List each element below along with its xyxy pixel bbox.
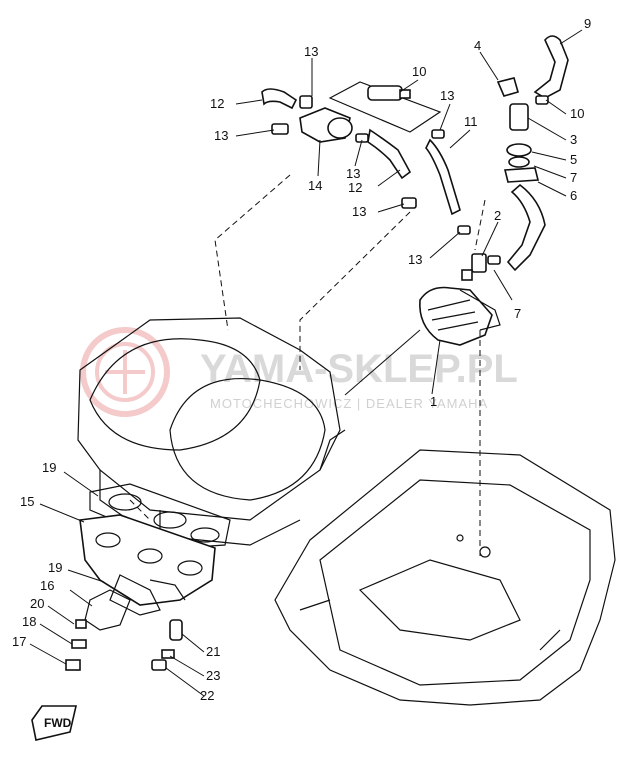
forward-arrow-icon: FWD bbox=[31, 705, 78, 741]
part-label-6: 6 bbox=[570, 188, 577, 203]
watermark-logo-icon bbox=[80, 327, 170, 417]
part-label-20: 19 bbox=[42, 460, 56, 475]
part-label-9: 10 bbox=[570, 106, 584, 121]
gasket-drawing bbox=[89, 483, 231, 549]
watermark-brand: YAMA-SKLEP.PL bbox=[200, 347, 518, 391]
part-label-14: 14 bbox=[308, 178, 322, 193]
part-label-13-bottom: 13 bbox=[408, 252, 422, 267]
upper-right-assembly bbox=[457, 35, 569, 272]
part-label-21: 21 bbox=[206, 644, 220, 659]
watermark-tagline: MOTOCHECHOWICZ | DEALER YAMAHA bbox=[210, 396, 488, 411]
part-label-22: 22 bbox=[200, 688, 214, 703]
diaphragm-drawing bbox=[344, 253, 501, 396]
part-label-7-lower: 7 bbox=[514, 306, 521, 321]
part-label-17: 17 bbox=[12, 634, 26, 649]
part-label-19-lower: 20 bbox=[30, 596, 44, 611]
part-label-13-right: 13 bbox=[440, 88, 454, 103]
assembly-guide-lines bbox=[129, 174, 486, 560]
part-label-15: 15 bbox=[20, 494, 34, 509]
forward-label: FWD bbox=[44, 716, 72, 730]
part-label-19-upper: 19 bbox=[48, 560, 62, 575]
reed-valve-drawing bbox=[328, 81, 442, 133]
upper-left-assembly bbox=[261, 88, 417, 209]
frame-drawing bbox=[274, 449, 616, 706]
watermark: YAMA-SKLEP.PL MOTOCHECHOWICZ | DEALER YA… bbox=[80, 327, 518, 417]
part-label-10: 10 bbox=[412, 64, 426, 79]
hose-11-drawing bbox=[425, 129, 461, 216]
part-label-3: 3 bbox=[570, 132, 577, 147]
part-label-8: 9 bbox=[584, 16, 591, 31]
leader-lines bbox=[29, 29, 583, 697]
part-label-13-mid: 13 bbox=[346, 166, 360, 181]
part-label-23: 23 bbox=[206, 668, 220, 683]
part-label-16: 16 bbox=[40, 578, 54, 593]
part-label-12-mid: 12 bbox=[348, 180, 362, 195]
part-label-18: 18 bbox=[22, 614, 36, 629]
part-label-7-upper: 7 bbox=[570, 170, 577, 185]
part-label-12-left: 12 bbox=[210, 96, 224, 111]
part-label-13-left: 13 bbox=[214, 128, 228, 143]
part-label-4: 4 bbox=[474, 38, 481, 53]
bracket-drawing bbox=[84, 589, 131, 631]
intake-manifold-drawing bbox=[79, 514, 216, 616]
fittings-lower-left bbox=[65, 619, 183, 671]
part-label-1: 1 bbox=[430, 394, 437, 409]
part-label-5: 5 bbox=[570, 152, 577, 167]
part-label-13-lower: 13 bbox=[352, 204, 366, 219]
part-label-11: 11 bbox=[464, 114, 478, 129]
part-label-2: 2 bbox=[494, 208, 501, 223]
part-label-13-top: 13 bbox=[304, 44, 318, 59]
part-labels: 9 13 4 10 12 13 10 11 13 3 5 13 7 14 12 … bbox=[12, 16, 591, 703]
